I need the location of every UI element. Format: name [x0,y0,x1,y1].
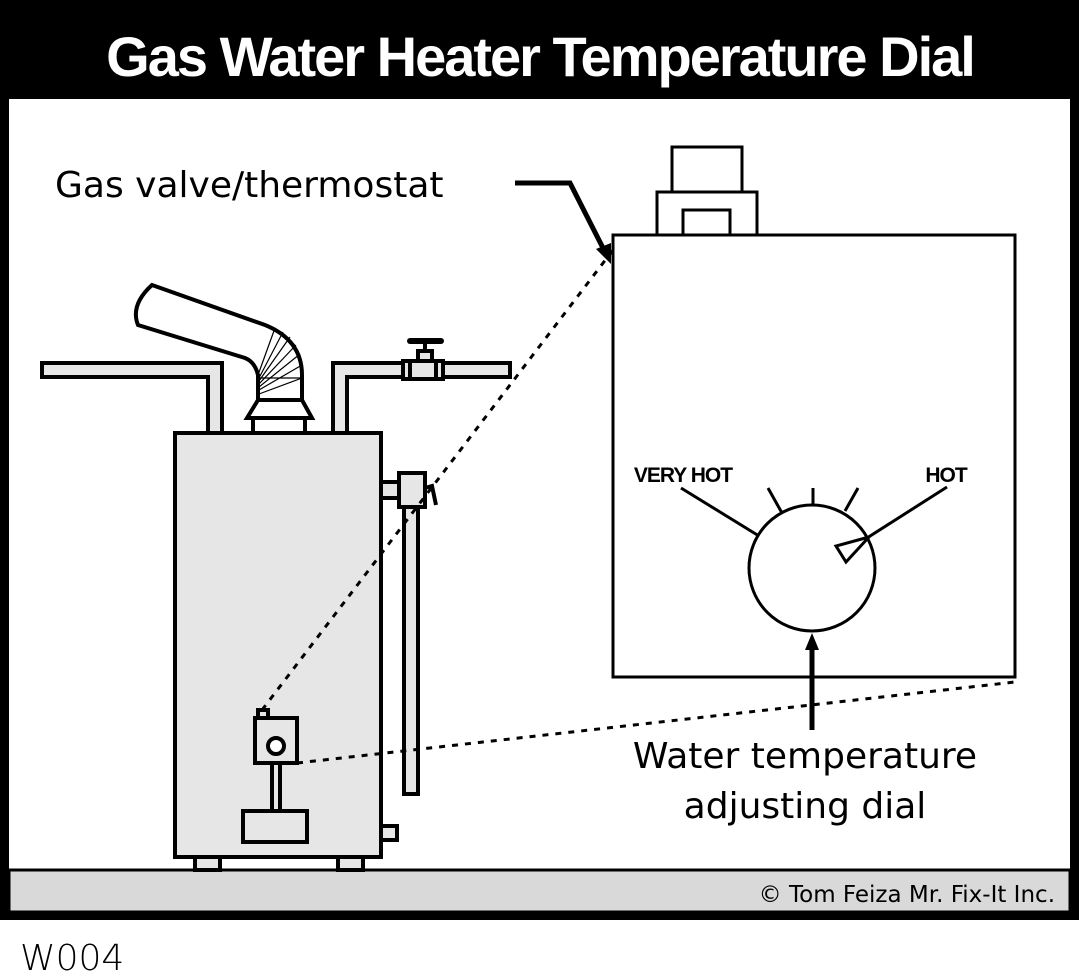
dial-label-line1: Water temperature [633,736,977,777]
gas-valve [241,708,309,844]
floor [7,868,1072,914]
gas-valve-arrow [515,180,611,264]
relief-valve [379,471,438,796]
discharge-pipe [402,505,420,796]
shutoff-valve [401,338,445,381]
gas-valve-label: Gas valve/thermostat [55,165,444,206]
label-hot: HOT [925,464,968,487]
label-very-hot: VERY HOT [634,464,733,487]
diagram-code: W004 [20,938,124,976]
dial-arrow [805,633,819,730]
copyright: © Tom Feiza Mr. Fix-It Inc. [759,882,1055,908]
projection-line-bottom [296,680,1016,765]
dial-pointer [833,534,874,565]
projection-line-top [260,249,615,711]
burner-box [241,809,309,844]
tank-foot-left [193,855,222,872]
tank-foot-right [336,855,365,872]
dial-label-line2: adjusting dial [684,786,927,827]
hot-indicator-line [866,485,948,540]
temperature-dial [680,485,948,633]
drain-valve [379,824,399,842]
vent-pipe [133,282,316,435]
diagram-title: Gas Water Heater Temperature Dial [106,25,974,88]
